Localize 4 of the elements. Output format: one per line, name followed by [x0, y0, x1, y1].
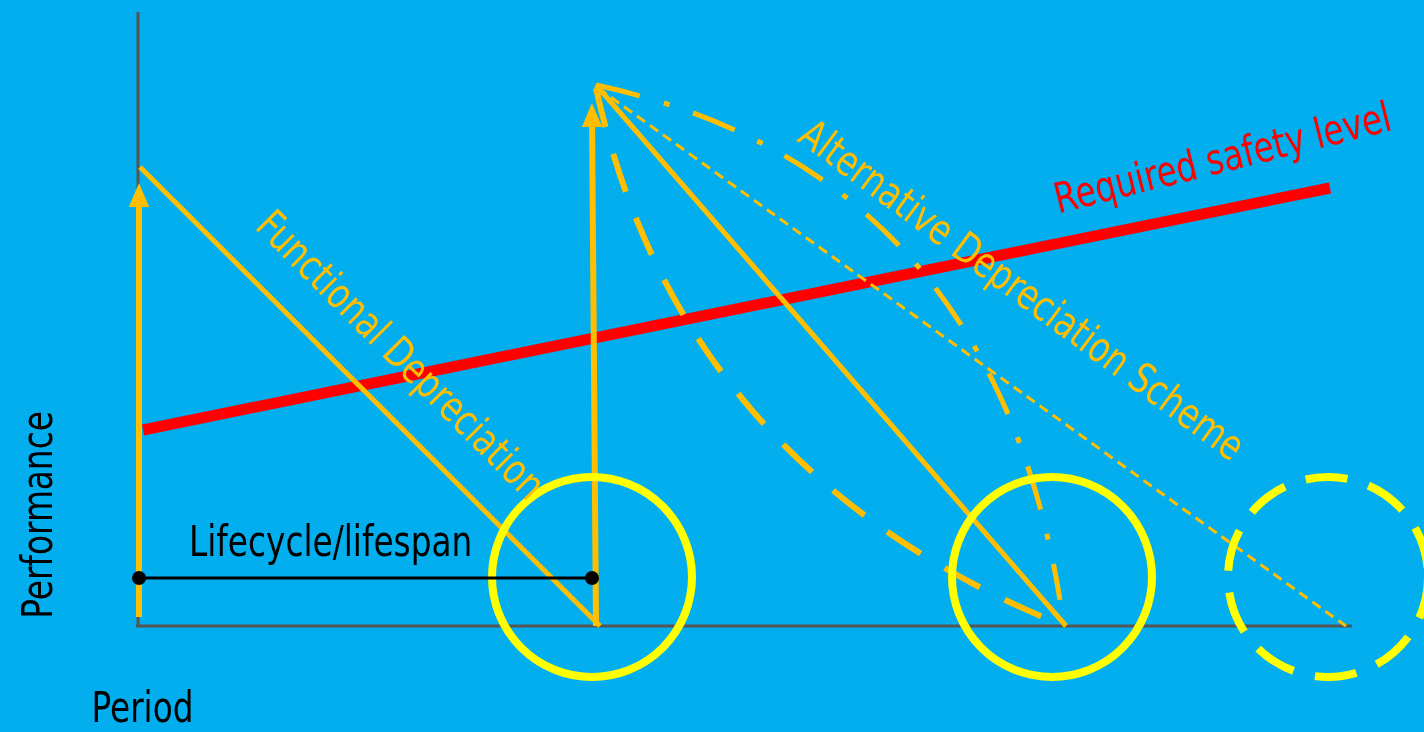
- axis-label: Period: [90, 687, 194, 729]
- line-label: Required safety level: [1049, 95, 1395, 221]
- axis-label: Performance: [17, 411, 60, 619]
- dimension-label: Lifecycle/lifespan: [188, 521, 472, 563]
